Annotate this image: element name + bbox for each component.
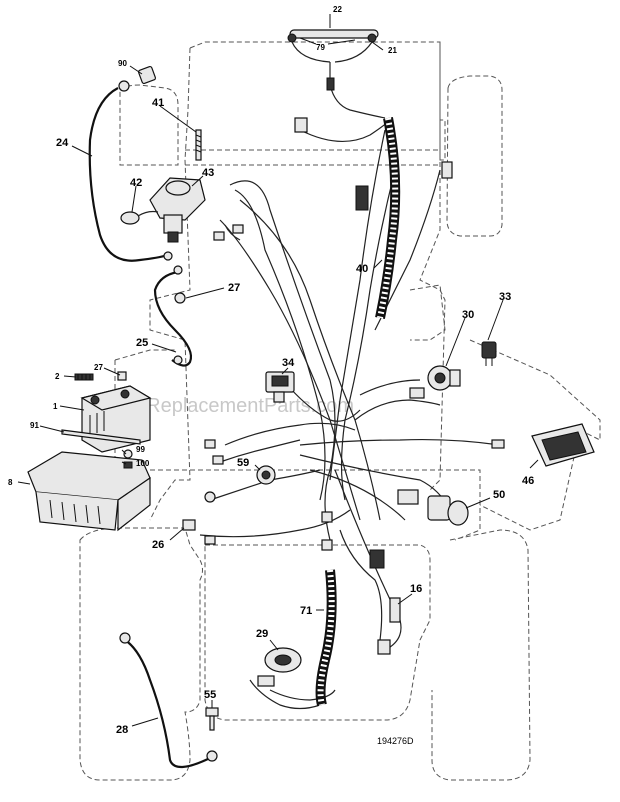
label-90: 90 [118, 59, 127, 68]
coiled-harness-40 [375, 117, 401, 320]
part-41-bolt [195, 129, 202, 161]
label-26: 26 [152, 539, 164, 551]
label-46: 46 [522, 475, 534, 487]
label-43: 43 [202, 167, 214, 179]
label-25: 25 [136, 337, 148, 349]
label-27: 27 [228, 282, 240, 294]
part-2-bolt [74, 373, 94, 381]
label-27-battery: 27 [94, 363, 103, 372]
ring-terminal [173, 265, 183, 275]
coiled-harness-71 [315, 569, 337, 707]
label-41: 41 [152, 97, 164, 109]
label-99: 99 [136, 445, 145, 454]
part-labels: 22 79 21 90 41 24 42 43 40 27 25 33 30 3… [8, 5, 534, 736]
label-50: 50 [493, 489, 505, 501]
label-34: 34 [282, 357, 295, 369]
label-40: 40 [356, 263, 368, 275]
part-29-buzzer [257, 647, 302, 687]
part-27-washer [174, 292, 186, 304]
ring-terminal [119, 632, 131, 644]
part-27-nut [117, 371, 127, 381]
part-91-strap [61, 429, 141, 445]
label-2: 2 [55, 372, 60, 381]
part-46-panel [531, 423, 595, 467]
label-24: 24 [56, 137, 69, 149]
label-91: 91 [30, 421, 39, 430]
ring-terminal [163, 251, 173, 261]
connectors [182, 117, 505, 655]
drawing-code: 194276D [377, 736, 414, 746]
ring-terminal [204, 491, 216, 503]
leader-lines [17, 14, 539, 727]
battery-cable-25 [153, 270, 193, 367]
label-33: 33 [499, 291, 511, 303]
part-100-nut [123, 461, 133, 469]
label-30: 30 [462, 309, 474, 321]
battery-cable-24 [88, 87, 169, 262]
watermark-text: eReplacementParts.com [135, 395, 354, 417]
label-59: 59 [237, 457, 249, 469]
label-71: 71 [300, 605, 312, 617]
label-22: 22 [333, 5, 342, 14]
part-33-fuse [481, 341, 497, 366]
main-harness [199, 84, 501, 710]
label-42: 42 [130, 177, 142, 189]
label-29: 29 [256, 628, 268, 640]
ring-terminal [206, 750, 218, 762]
part-34-switch [265, 371, 295, 403]
ring-terminal [173, 355, 183, 365]
part-99-washer [123, 449, 133, 459]
label-55: 55 [204, 689, 216, 701]
label-100: 100 [136, 459, 150, 468]
part-22-lamp-bar [287, 29, 379, 91]
label-21: 21 [388, 46, 397, 55]
label-8: 8 [8, 478, 13, 487]
label-28: 28 [116, 724, 128, 736]
part-55-bolt [205, 707, 219, 731]
ground-cable-28 [124, 639, 211, 769]
part-50-switch [427, 495, 469, 526]
part-30-key-switch [427, 365, 461, 391]
part-59-switch [256, 465, 276, 485]
part-43-solenoid [149, 177, 206, 243]
part-8-battery-tray [27, 451, 151, 532]
part-42-boot [120, 210, 159, 225]
part-90-terminal [118, 65, 157, 92]
label-16: 16 [410, 583, 422, 595]
label-1: 1 [53, 402, 58, 411]
label-79: 79 [316, 43, 325, 52]
